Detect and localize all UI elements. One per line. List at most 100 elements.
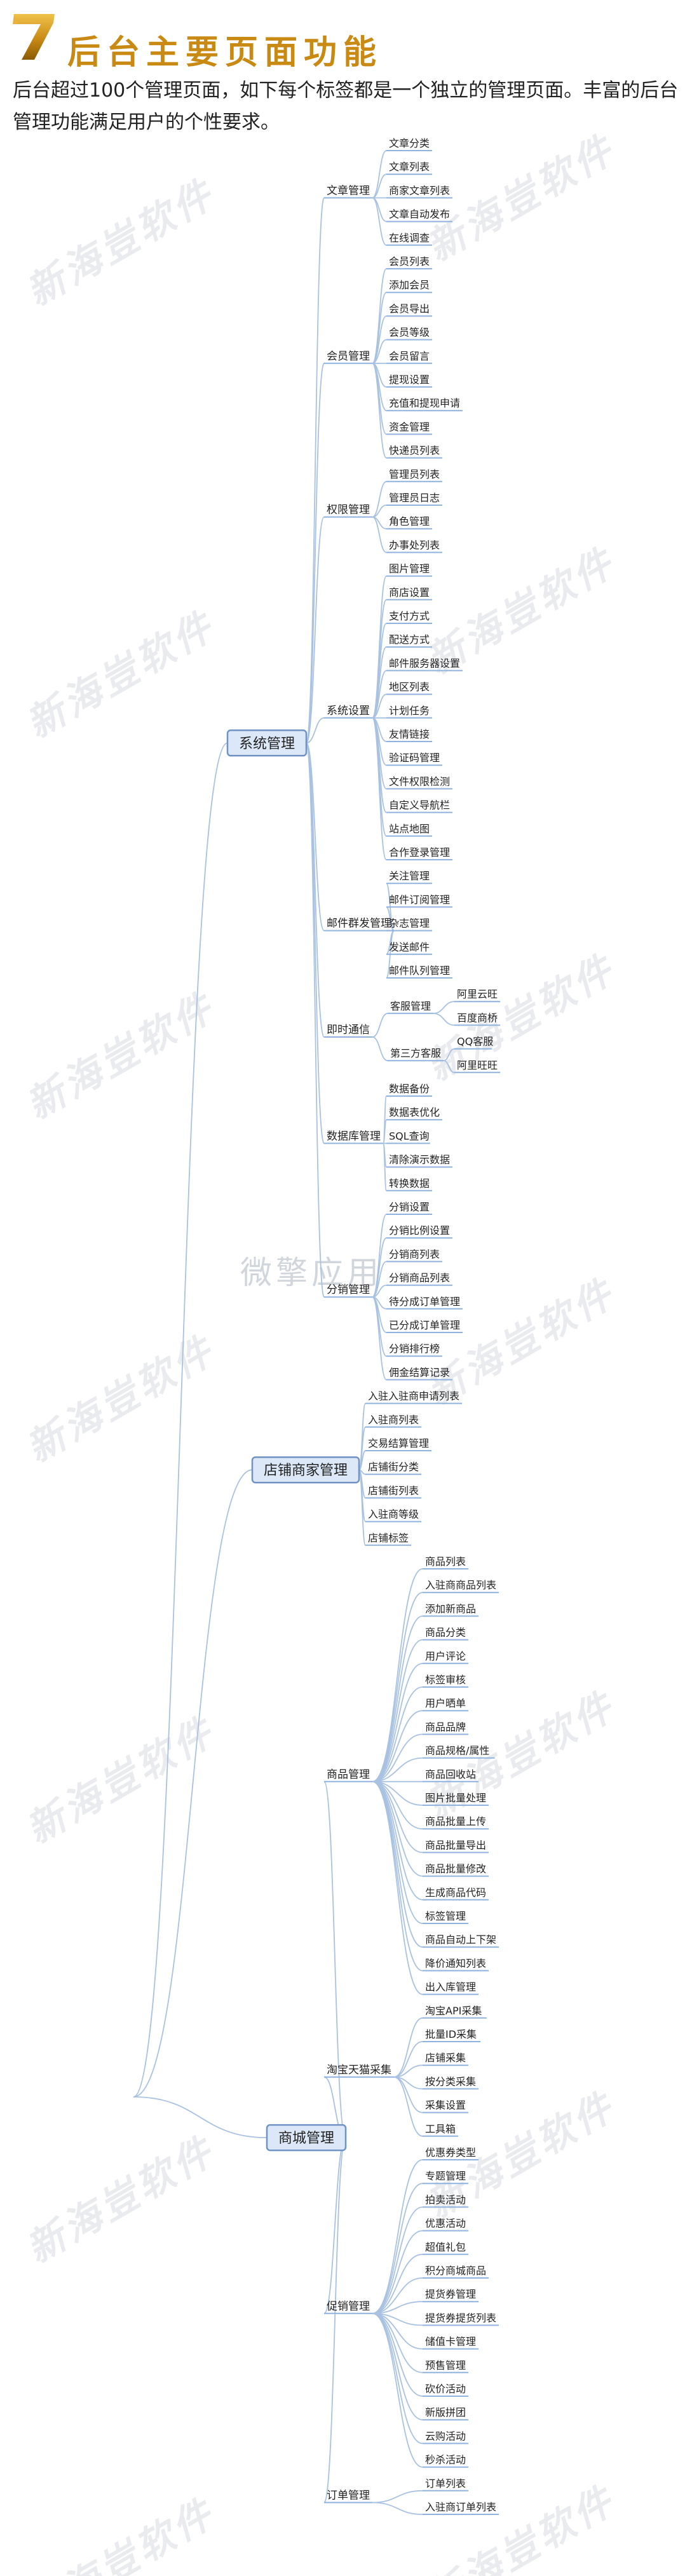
- header: 7 后台主要页面功能 后台超过100个管理页面，如下每个标签都是一个独立的管理页…: [0, 0, 699, 137]
- leaf-link: [433, 1001, 455, 1014]
- tree-node-label: 数据库管理: [327, 1130, 381, 1142]
- tree-node-label: 店铺街列表: [368, 1484, 419, 1496]
- tree-node-label: 待分成订单管理: [389, 1296, 460, 1308]
- watermark-logo-text: 新海豈软件: [19, 2129, 223, 2272]
- tree-node-label: SQL查询: [389, 1130, 430, 1142]
- leaf-link: [372, 599, 387, 719]
- leaf-link: [372, 173, 387, 199]
- tree-node-label: 商品分类: [425, 1627, 466, 1639]
- tree-node-label: 店铺标签: [368, 1532, 409, 1544]
- category-link: [306, 516, 325, 744]
- leaf-link: [433, 1012, 455, 1026]
- watermark-logo-text: 新海豈软件: [19, 172, 223, 315]
- tree-node-label: 云购活动: [425, 2430, 466, 2442]
- category-node-box: [266, 2124, 347, 2152]
- tree-node-label: 商店设置: [389, 586, 430, 599]
- tree-node-label: 入驻入驻商申请列表: [368, 1390, 459, 1402]
- tree-node-label: 友情链接: [389, 728, 430, 740]
- leaf-link: [372, 2502, 423, 2515]
- watermark-logo-text: 新海豈软件: [19, 2491, 223, 2576]
- tree-node-label: QQ客服: [457, 1036, 493, 1048]
- watermark-logo-text: 新海豈软件: [419, 2478, 623, 2576]
- leaf-link: [372, 693, 387, 719]
- root-link: [133, 2096, 268, 2138]
- tree-node-label: 分销排行榜: [389, 1343, 440, 1355]
- leaf-link: [372, 1261, 387, 1298]
- watermark-center-text: 微擎应用: [240, 1254, 383, 1291]
- tree-node-label: 邮件群发管理: [327, 918, 391, 930]
- leaf-link: [393, 2017, 423, 2078]
- root-link: [133, 1469, 253, 2098]
- watermark-layer: 新海豈软件新海豈软件新海豈软件新海豈软件新海豈软件新海豈软件新海豈软件新海豈软件…: [19, 127, 623, 2576]
- tree-node-label: 店铺街分类: [368, 1461, 419, 1473]
- tree-node-label: 预售管理: [425, 2359, 466, 2371]
- category-link: [323, 1780, 346, 2138]
- leaf-link: [372, 2183, 423, 2314]
- tree-node-label: 商家文章列表: [389, 184, 450, 196]
- tree-node-label: 降价通知列表: [425, 1957, 486, 1969]
- category-node-label: 商城管理: [278, 2131, 334, 2146]
- tree-node-label: 邮件订阅管理: [389, 893, 450, 905]
- leaf-link: [372, 717, 387, 837]
- tree-node-label: 促销管理: [327, 2300, 370, 2313]
- tree-nodes: 系统管理文章管理文章分类文章列表商家文章列表文章自动发布在线调查会员管理会员列表…: [226, 137, 500, 2515]
- leaf-link: [372, 2277, 423, 2314]
- group-link: [372, 1012, 388, 1038]
- tree-node-label: 验证码管理: [389, 752, 440, 764]
- tree-node-label: 秒杀活动: [425, 2454, 466, 2466]
- tree-node-label: 新版拼团: [425, 2406, 466, 2418]
- leaf-link: [372, 268, 387, 364]
- tree-node-label: 订单管理: [327, 2489, 370, 2502]
- watermark-logo-text: 新海豈软件: [19, 604, 223, 747]
- category-link: [306, 362, 325, 744]
- tree-node-label: 办事处列表: [389, 539, 440, 551]
- tree-node-label: 入驻商商品列表: [425, 1579, 496, 1591]
- tree-node-label: 系统设置: [327, 705, 370, 717]
- tree-node-label: 文章列表: [389, 161, 430, 173]
- tree-node-label: 已分成订单管理: [389, 1319, 460, 1331]
- tree-node-label: 提货券提货列表: [425, 2312, 496, 2324]
- tree-node-label: 添加新商品: [425, 1603, 476, 1615]
- leaf-link: [372, 2301, 423, 2314]
- category-link: [306, 197, 325, 744]
- category-link: [306, 742, 325, 1144]
- category-link: [306, 742, 325, 1298]
- leaf-link: [372, 1639, 423, 1782]
- leaf-link: [372, 516, 387, 553]
- tree-node-label: 分销设置: [389, 1201, 430, 1213]
- tree-node-label: 文章管理: [327, 184, 370, 197]
- leaf-link: [372, 2490, 423, 2504]
- category-link: [323, 2137, 346, 2504]
- tree-node-label: 淘宝天猫采集: [327, 2064, 391, 2077]
- tree-node-label: 文章自动发布: [389, 208, 450, 220]
- tree-node-label: 数据备份: [389, 1083, 430, 1095]
- leaf-link: [443, 1060, 455, 1073]
- category-node-box: [251, 1456, 360, 1484]
- tree-node-label: 超值礼包: [425, 2241, 466, 2253]
- tree-node-label: 入驻商订单列表: [425, 2501, 496, 2513]
- tree-node-label: 按分类采集: [425, 2075, 476, 2087]
- tree-node-label: 商品自动上下架: [425, 1934, 496, 1946]
- leaf-link: [372, 150, 387, 199]
- leaf-link: [393, 2041, 423, 2078]
- leaf-link: [372, 717, 387, 860]
- tree-node-label: 提现设置: [389, 374, 430, 386]
- tree-node-label: 图片批量处理: [425, 1792, 486, 1804]
- tree-node-label: 文章分类: [389, 137, 430, 149]
- leaf-link: [372, 1757, 423, 1782]
- tree-node-label: 分销管理: [327, 1284, 370, 1296]
- leaf-link: [372, 2312, 423, 2326]
- tree-node-label: 商品回收站: [425, 1768, 476, 1780]
- leaf-link: [372, 2312, 423, 2468]
- tree-node-label: 快递员列表: [389, 445, 440, 457]
- watermark-logo-text: 新海豈软件: [19, 1328, 223, 1472]
- leaf-link: [372, 2312, 423, 2350]
- tree-node-label: 专题管理: [425, 2170, 466, 2182]
- tree-node-label: 商品管理: [327, 1768, 370, 1781]
- leaf-link: [372, 1592, 423, 1782]
- tree-node-label: 配送方式: [389, 634, 430, 646]
- tree-node-label: 阿里云旺: [457, 988, 498, 1000]
- tree-node-label: 用户晒单: [425, 1697, 466, 1709]
- category-link: [306, 717, 325, 744]
- tree-node-label: 商品规格/属性: [425, 1745, 489, 1757]
